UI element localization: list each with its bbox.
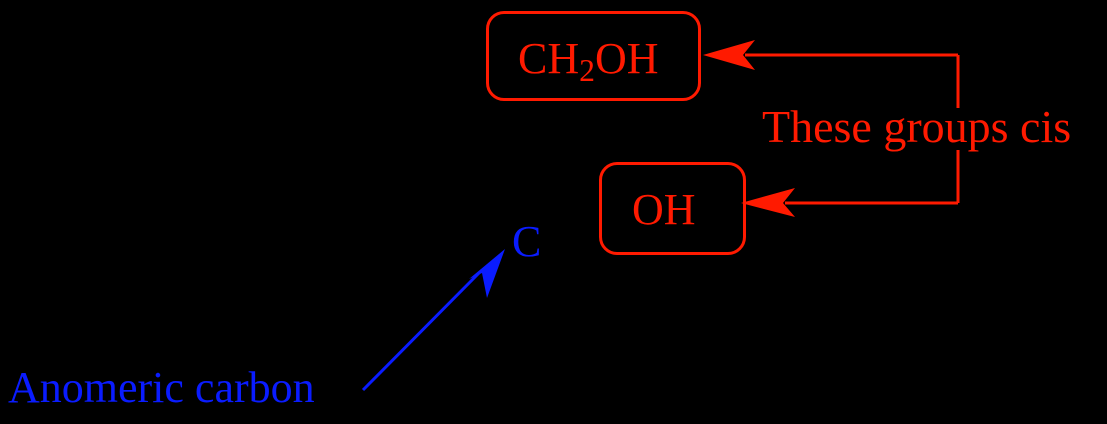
cis-label: These groups cis	[762, 101, 1072, 152]
arrowhead-to-oh	[741, 188, 795, 217]
anomeric-arrow	[361, 249, 505, 392]
ch2oh-group-box	[486, 11, 701, 101]
arrowhead-to-ch2oh	[703, 40, 755, 70]
ch2oh-label-oh: OH	[594, 34, 659, 83]
oh-label: OH	[632, 185, 696, 234]
arrowhead-to-carbon	[469, 249, 505, 298]
cis-bracket-arrows	[703, 40, 960, 217]
anomeric-carbon-label: Anomeric carbon	[8, 363, 315, 412]
ch2oh-label: CH2OH	[518, 34, 659, 87]
anomeric-carbon-atom: C	[512, 217, 542, 266]
ch2oh-label-ch: CH	[518, 34, 580, 83]
ch2oh-label-subscript: 2	[579, 52, 595, 88]
oh-group-box	[599, 162, 746, 255]
